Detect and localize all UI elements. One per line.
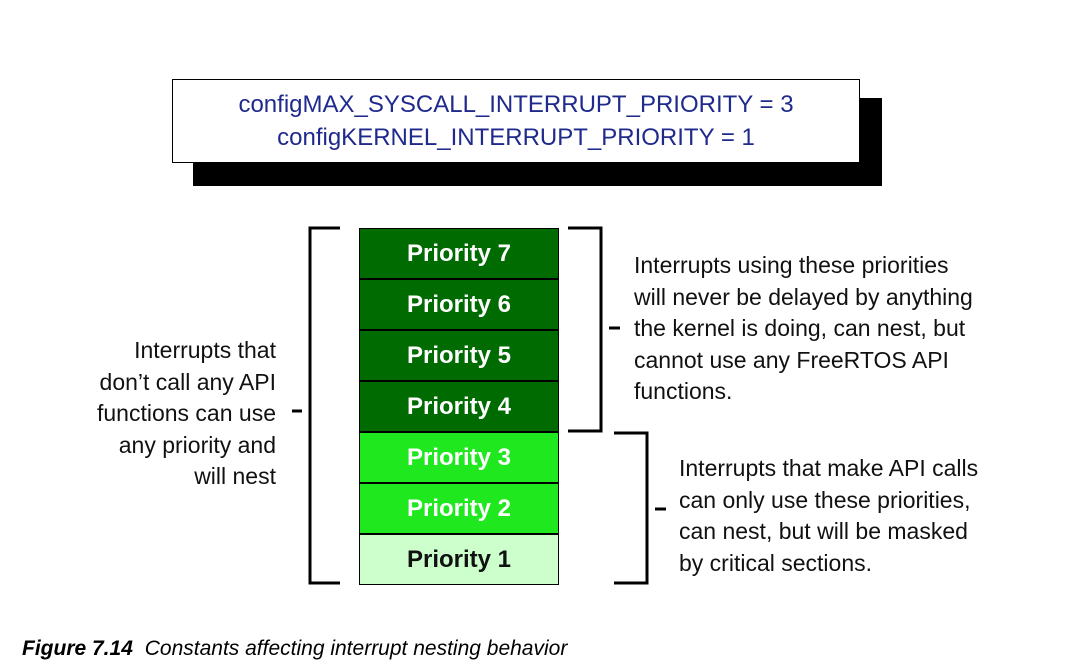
priority-4-cell: Priority 4 [359, 381, 559, 432]
upper-right-annotation-line: the kernel is doing, can nest, but [634, 315, 966, 341]
priority-6-cell: Priority 6 [359, 279, 559, 330]
lower-right-annotation-line: Interrupts that make API calls [679, 455, 979, 481]
left-annotation-line: will nest [194, 463, 276, 489]
config-max-syscall-line: configMAX_SYSCALL_INTERRUPT_PRIORITY = 3 [238, 91, 794, 118]
priority-2-cell: Priority 2 [359, 483, 559, 534]
upper-right-annotation-line: Interrupts using these priorities [634, 252, 949, 278]
upper-right-annotation-line: functions. [634, 378, 733, 404]
upper-right-annotation: Interrupts using these priorities will n… [634, 250, 1054, 408]
priority-3-cell: Priority 3 [359, 432, 559, 483]
upper-right-bracket [568, 226, 603, 433]
config-box: configMAX_SYSCALL_INTERRUPT_PRIORITY = 3… [172, 79, 860, 163]
left-annotation-line: functions can use [96, 400, 276, 426]
upper-right-annotation-line: will never be delayed by anything [634, 283, 973, 310]
upper-right-annotation-line: cannot use any FreeRTOS API [634, 346, 949, 373]
priority-5-cell: Priority 5 [359, 330, 559, 381]
left-annotation-line: any priority and [118, 431, 276, 458]
caption-text: Constants affecting interrupt nesting be… [144, 637, 568, 660]
left-annotation-line: don’t call any API [99, 368, 276, 395]
config-kernel-line: configKERNEL_INTERRUPT_PRIORITY = 1 [277, 124, 755, 151]
lower-right-annotation-line: can nest, but will be masked [679, 518, 968, 544]
priority-7-cell: Priority 7 [359, 228, 559, 279]
left-bracket [308, 226, 340, 585]
caption-label: Figure 7.14 [22, 637, 133, 660]
lower-right-annotation-line: can only use these priorities, [679, 486, 971, 513]
left-annotation: Interrupts that don’t call any API funct… [50, 335, 276, 493]
figure-caption: Figure 7.14 Constants affecting interrup… [22, 637, 567, 661]
left-annotation-line: Interrupts that [134, 337, 276, 363]
lower-right-bracket [614, 431, 649, 585]
priority-1-cell: Priority 1 [359, 534, 559, 585]
lower-right-annotation-line: by critical sections. [679, 549, 873, 576]
lower-right-annotation: Interrupts that make API calls can only … [679, 453, 1059, 579]
